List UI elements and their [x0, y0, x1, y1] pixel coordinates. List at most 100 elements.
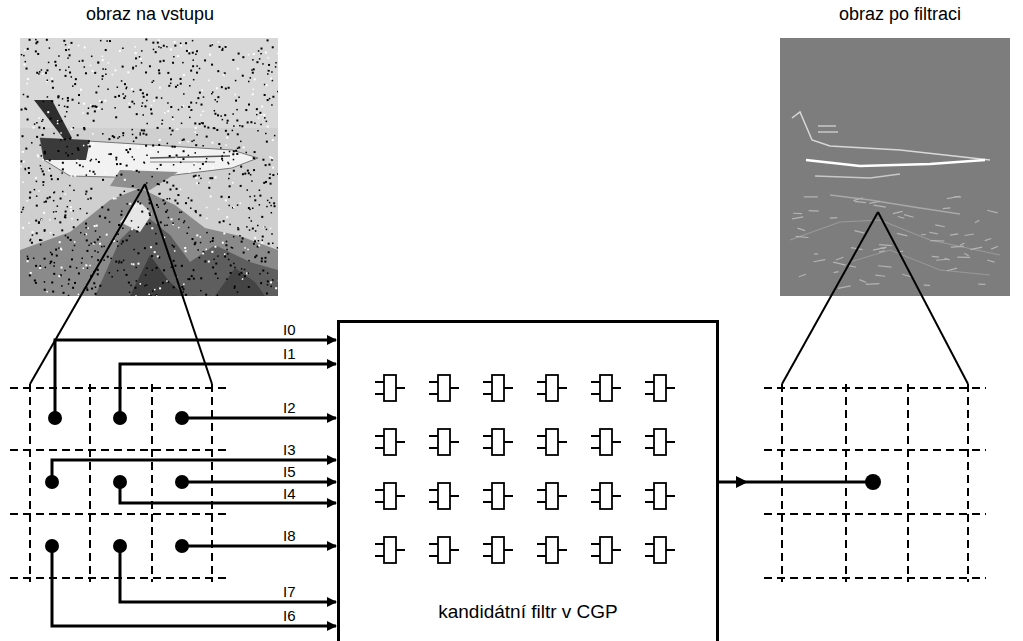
noise-pixel [242, 237, 244, 239]
noise-pixel [263, 182, 265, 184]
noise-pixel [65, 75, 67, 77]
noise-pixel [185, 250, 187, 252]
noise-pixel [239, 125, 241, 127]
noise-pixel [253, 169, 255, 171]
noise-pixel [175, 86, 177, 88]
gate-symbol [375, 537, 405, 563]
noise-pixel [195, 152, 197, 154]
noise-pixel [36, 72, 38, 74]
noise-pixel [206, 207, 208, 209]
noise-pixel [237, 291, 239, 293]
noise-pixel [240, 185, 242, 187]
noise-pixel [22, 209, 24, 211]
noise-pixel [242, 278, 244, 280]
gate-pins [429, 490, 459, 502]
noise-pixel [69, 138, 71, 140]
noise-pixel [114, 96, 116, 98]
input-signal-name: I2 [283, 400, 296, 415]
noise-pixel [267, 39, 269, 41]
noise-pixel [157, 255, 159, 257]
noise-pixel [102, 75, 104, 77]
noise-pixel [172, 130, 174, 132]
noise-pixel [168, 217, 170, 219]
noise-pixel [35, 42, 37, 44]
noise-pixel [23, 94, 25, 96]
noise-pixel [221, 196, 223, 198]
noise-pixel [42, 181, 44, 183]
noise-pixel [160, 47, 162, 49]
noise-pixel [108, 138, 110, 140]
noise-pixel [59, 241, 61, 243]
noise-pixel [204, 125, 206, 127]
noise-pixel [135, 52, 137, 54]
noise-pixel [216, 101, 218, 103]
noise-pixel [54, 191, 56, 193]
noise-pixel [151, 255, 153, 257]
noise-pixel [105, 69, 107, 71]
noise-pixel [237, 227, 239, 229]
noise-pixel [186, 50, 188, 52]
noise-pixel [61, 229, 63, 231]
noise-pixel [269, 202, 271, 204]
noise-pixel [253, 68, 255, 70]
noise-pixel [38, 73, 40, 75]
noise-pixel [87, 112, 89, 114]
noise-pixel [145, 145, 147, 147]
noise-pixel [66, 106, 68, 108]
noise-pixel [188, 227, 190, 229]
noise-pixel [215, 176, 217, 178]
noise-pixel [271, 157, 273, 159]
noise-pixel [273, 202, 275, 204]
noise-pixel [36, 205, 38, 207]
noise-pixel [133, 159, 135, 161]
noise-pixel [83, 103, 85, 105]
noise-pixel [34, 279, 36, 281]
noise-pixel [120, 174, 122, 176]
noise-pixel [223, 74, 225, 76]
noise-pixel [272, 279, 274, 281]
noise-pixel [243, 252, 245, 254]
noise-pixel [206, 249, 208, 251]
gate-body [600, 375, 612, 401]
noise-pixel [93, 171, 95, 173]
noise-pixel [46, 69, 48, 71]
edge-streak [943, 207, 951, 209]
noise-pixel [197, 97, 199, 99]
noise-pixel [156, 295, 158, 296]
noise-pixel [173, 260, 175, 262]
noise-pixel [44, 281, 46, 283]
noise-pixel [148, 294, 150, 296]
noise-pixel [212, 44, 214, 46]
input-signal-name: I1 [283, 346, 296, 361]
noise-pixel [42, 73, 44, 75]
noise-pixel [38, 127, 40, 129]
noise-pixel [254, 195, 256, 197]
noise-pixel [204, 260, 206, 262]
noise-pixel [249, 217, 251, 219]
gate-pins [483, 382, 513, 394]
noise-pixel [134, 46, 136, 48]
noise-pixel [38, 190, 40, 192]
noise-pixel [85, 264, 87, 266]
noise-pixel [151, 113, 153, 115]
gate-body [438, 429, 450, 455]
noise-pixel [134, 287, 136, 289]
cgp-gate-array [375, 375, 675, 563]
noise-pixel [138, 171, 140, 173]
edge-streak [929, 232, 937, 234]
noise-pixel [234, 286, 236, 288]
noise-pixel [133, 91, 135, 93]
noise-pixel [153, 80, 155, 82]
noise-pixel [135, 57, 137, 59]
noise-pixel [145, 134, 147, 136]
gate-pins [645, 490, 675, 502]
noise-pixel [145, 274, 147, 276]
input-signal-name: I3 [283, 442, 296, 457]
noise-pixel [129, 148, 131, 150]
noise-pixel [237, 133, 239, 135]
noise-pixel [193, 270, 195, 272]
input-signal-name: I5 [283, 464, 296, 479]
noise-pixel [240, 141, 242, 143]
noise-pixel [195, 54, 197, 56]
noise-pixel [199, 92, 201, 94]
